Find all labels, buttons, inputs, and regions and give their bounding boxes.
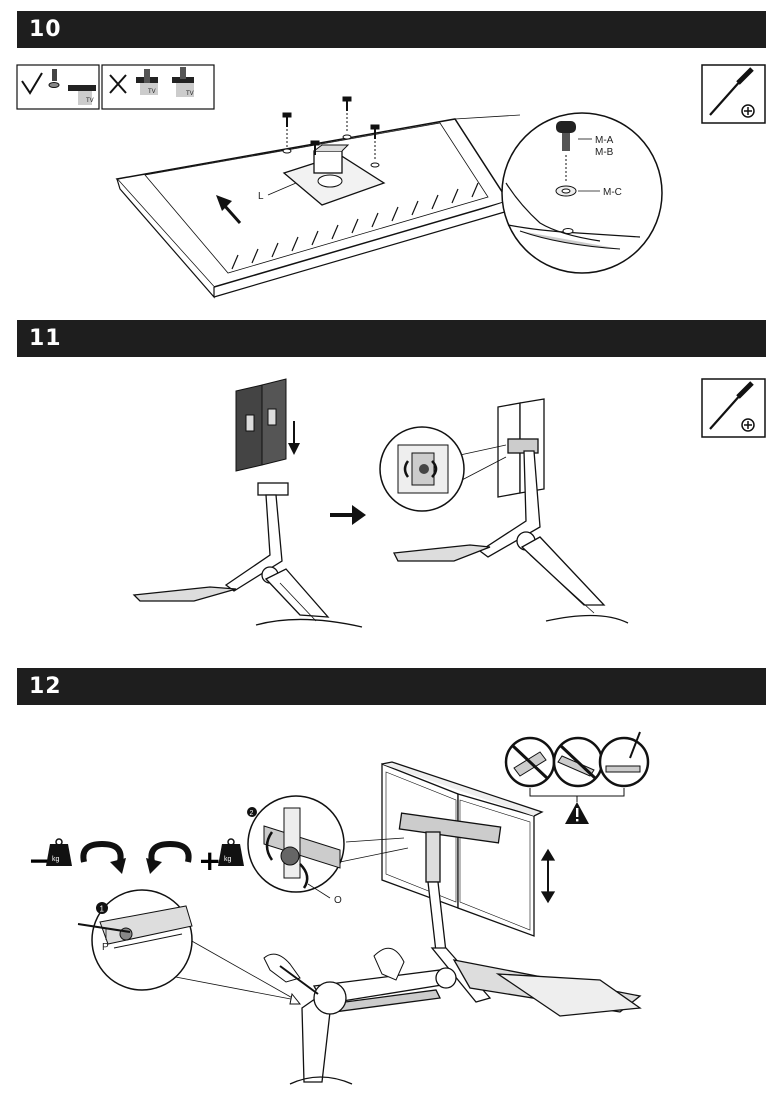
weight-icon <box>46 844 72 866</box>
no-cable-pinch-icon-2 <box>552 736 604 788</box>
minus-sign: − <box>28 844 51 877</box>
desk-arm-left <box>132 482 363 628</box>
incorrect-screw-length-box: TV TV <box>101 64 215 110</box>
step-12-header: 12 <box>17 668 766 705</box>
monitor-pair-lowering <box>235 378 300 472</box>
step-10-number: 10 <box>29 17 62 42</box>
svg-text:1: 1 <box>100 905 105 914</box>
knob-callout: 2 O <box>247 795 409 906</box>
vesa-plate-l: L <box>258 144 386 206</box>
no-cable-pinch-icon <box>504 736 556 788</box>
warning-icon-group <box>504 731 650 824</box>
tv-tag-2: TV <box>148 89 156 95</box>
step-11-header: 11 <box>17 320 766 357</box>
kg-label-1: kg <box>52 856 60 863</box>
bracket-knob-callout <box>379 426 507 512</box>
rotate-icon <box>403 460 410 478</box>
spring-screw-callout: 1 P <box>77 889 302 1005</box>
step-10-figure: TV TV TV <box>0 55 781 305</box>
desk-arm-assembled <box>392 398 629 624</box>
weight-icon <box>218 844 244 866</box>
check-icon <box>21 72 43 95</box>
step-11-number: 11 <box>29 326 62 351</box>
weight-adjust-increase: + kg <box>146 838 244 877</box>
svg-text:2: 2 <box>250 810 254 817</box>
tv-tag-3: TV <box>186 91 194 97</box>
cross-icon <box>109 74 127 94</box>
no-hand-pinch-icon <box>598 731 650 788</box>
label-p: P <box>102 942 109 953</box>
arrow-up-left-icon <box>222 204 242 224</box>
label-l: L <box>258 191 264 202</box>
hands <box>263 947 405 995</box>
label-m-a: M-A <box>595 135 614 146</box>
dual-monitors <box>381 761 556 953</box>
step-11-figure <box>0 365 781 640</box>
label-m-b: M-B <box>595 147 614 158</box>
tv-back-panel <box>115 118 510 299</box>
screw-detail-callout: M-A M-B M-C <box>454 112 663 274</box>
label-m-c: M-C <box>603 187 622 198</box>
weight-adjust-decrease: − kg <box>28 838 126 877</box>
step-12-number: 12 <box>29 674 62 699</box>
screwdriver-icon <box>701 64 766 124</box>
correct-screw-length-box: TV <box>16 64 100 110</box>
rotate-cw-icon <box>148 840 192 863</box>
kg-label-2: kg <box>224 856 232 863</box>
rotate-ccw-icon <box>80 840 124 863</box>
arrow-right-icon <box>330 505 366 525</box>
label-o: O <box>334 895 342 906</box>
plus-sign: + <box>198 844 221 877</box>
screwdriver-icon <box>701 378 766 438</box>
step-10-header: 10 <box>17 11 766 48</box>
desk-arm-lower <box>289 947 642 1085</box>
rotate-icon <box>265 831 274 861</box>
screws-group <box>282 96 380 168</box>
tv-tag-1: TV <box>86 98 94 104</box>
step-12-figure: 2 O − kg + kg 1 P <box>0 712 781 1097</box>
